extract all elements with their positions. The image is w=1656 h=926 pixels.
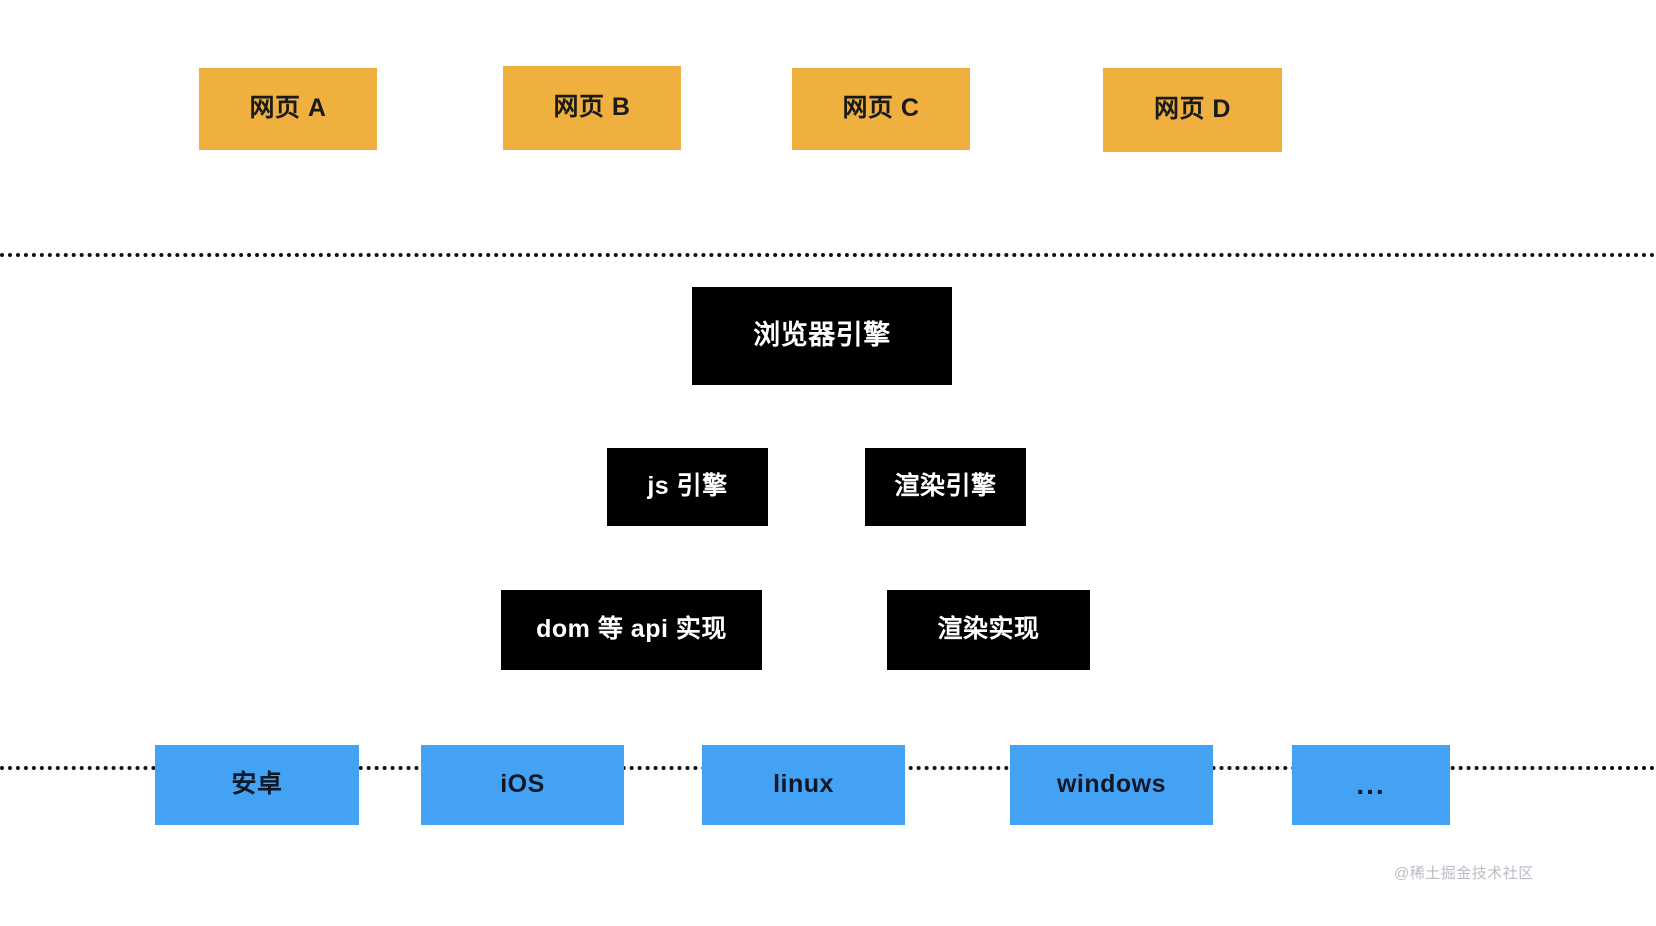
page-box-a-label: 网页 A — [249, 94, 327, 123]
page-box-b-label: 网页 B — [553, 93, 631, 122]
os-box-windows-label: windows — [1056, 770, 1167, 799]
browser-engine-box: 浏览器引擎 — [692, 287, 952, 385]
os-box-linux: linux — [702, 745, 905, 825]
dom-api-impl-box: dom 等 api 实现 — [501, 590, 762, 670]
page-box-d: 网页 D — [1103, 68, 1282, 152]
os-box-android-label: 安卓 — [231, 770, 283, 799]
os-box-android: 安卓 — [155, 745, 359, 825]
os-box-more-label: ... — [1356, 768, 1386, 800]
js-engine-box: js 引擎 — [607, 448, 768, 526]
render-engine-label: 渲染引擎 — [894, 472, 997, 501]
page-box-a: 网页 A — [199, 68, 377, 150]
os-box-ios: iOS — [421, 745, 624, 825]
render-impl-box: 渲染实现 — [887, 590, 1090, 670]
watermark: @稀土掘金技术社区 — [1394, 865, 1534, 882]
os-box-more: ... — [1292, 745, 1450, 825]
os-box-windows: windows — [1010, 745, 1213, 825]
page-box-c-label: 网页 C — [842, 94, 920, 123]
js-engine-label: js 引擎 — [647, 472, 728, 501]
os-box-ios-label: iOS — [500, 770, 545, 799]
render-engine-box: 渲染引擎 — [865, 448, 1026, 526]
browser-engine-label: 浏览器引擎 — [753, 320, 891, 351]
page-box-d-label: 网页 D — [1153, 95, 1231, 124]
render-impl-label: 渲染实现 — [937, 615, 1040, 644]
divider-pages-engine — [0, 253, 1656, 257]
page-box-c: 网页 C — [792, 68, 970, 150]
os-box-linux-label: linux — [773, 770, 834, 799]
page-box-b: 网页 B — [503, 66, 681, 150]
dom-api-impl-label: dom 等 api 实现 — [536, 615, 727, 644]
